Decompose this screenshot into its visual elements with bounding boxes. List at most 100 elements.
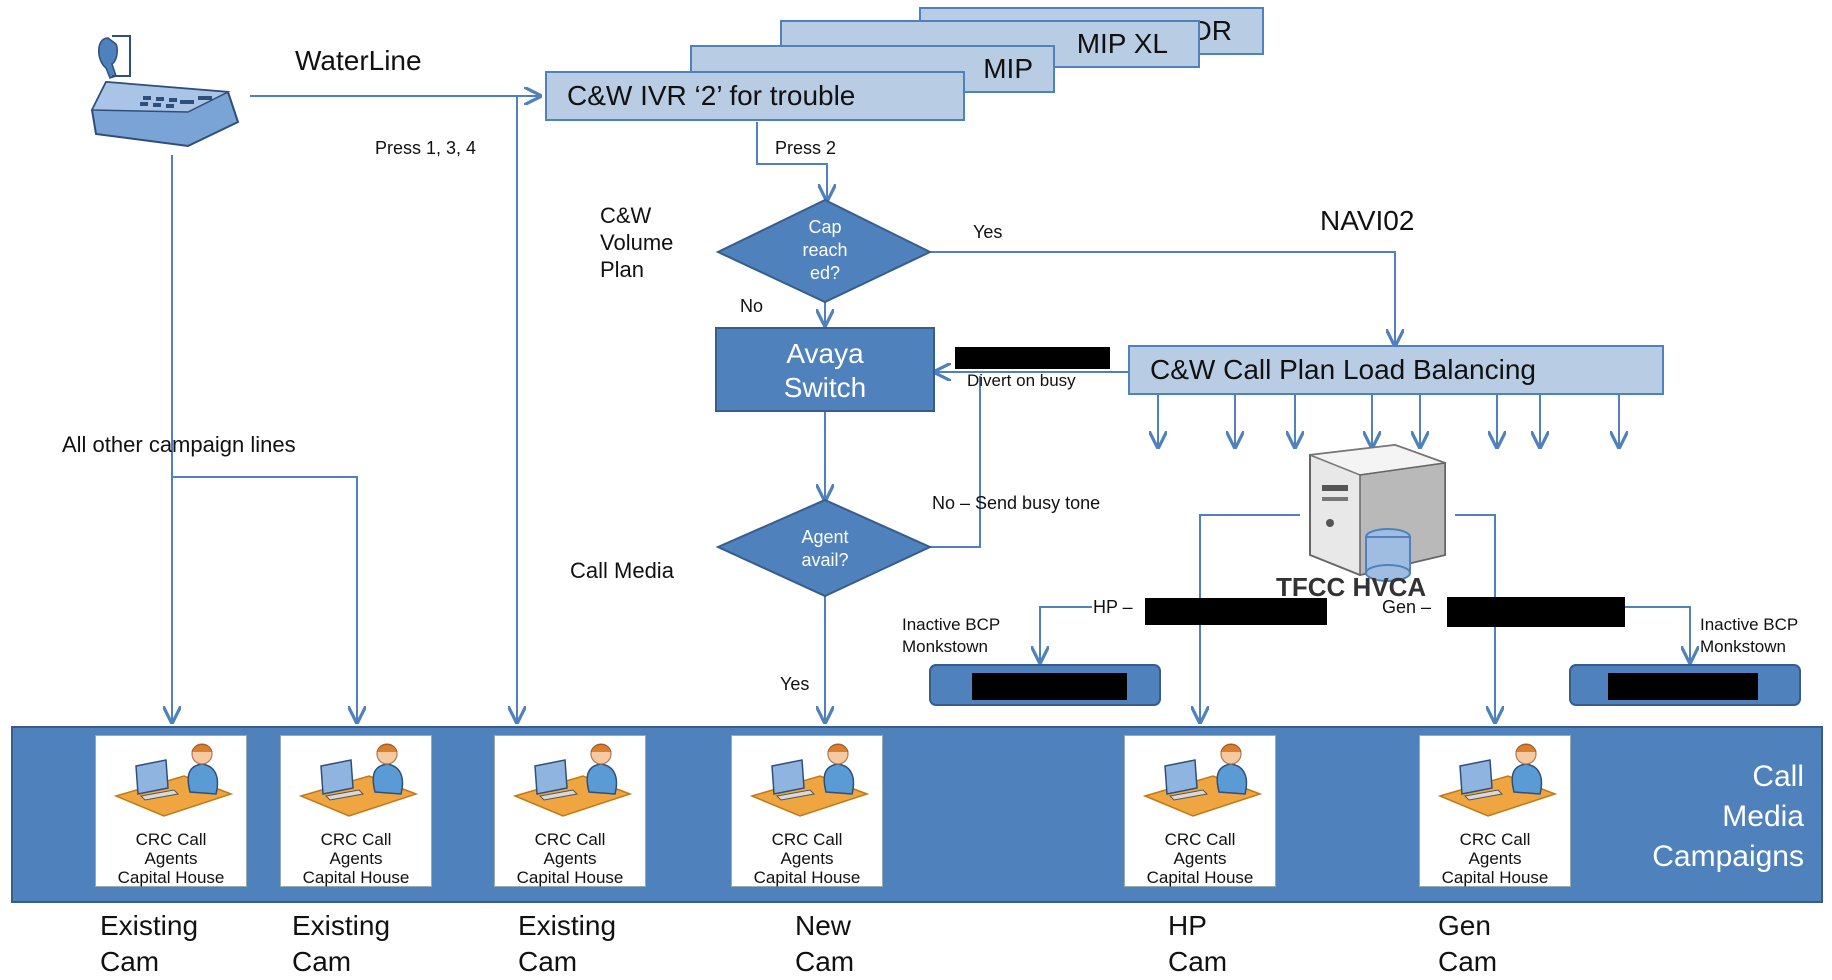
inactive-bcp-right-label: Inactive BCP Monkstown: [1700, 614, 1798, 658]
no-busy-label: No – Send busy tone: [932, 493, 1101, 513]
campaign-caption-line-1: Existing: [518, 910, 617, 941]
campaign-caption-line-2: Cam: [292, 946, 352, 977]
other-lines-arrow: [172, 476, 357, 722]
campaign-caption-line-1: Existing: [292, 910, 391, 941]
ivr-box-mip-label: MIP: [983, 53, 1033, 84]
telephone-icon: [90, 35, 240, 148]
agent-card-line-3: Capital House: [1146, 868, 1254, 887]
agent-card-line-1: CRC Call: [135, 830, 207, 849]
agent-card-line-3: Capital House: [117, 868, 225, 887]
agent-card-line-1: CRC Call: [534, 830, 606, 849]
cap-reached-diamond: [715, 198, 933, 304]
ivr-box-trouble-label: C&W IVR ‘2’ for trouble: [567, 80, 856, 111]
campaign-caption-line-2: Cam: [1168, 946, 1228, 977]
redacted-block-gen: [1447, 597, 1625, 627]
agent-icon: [512, 743, 633, 817]
navi-label: NAVI02: [1320, 205, 1415, 236]
server-icon: [1309, 443, 1446, 582]
volume-plan-line-3: Plan: [600, 257, 645, 282]
inactive-bcp-left-label: Inactive BCP Monkstown: [902, 614, 1000, 658]
inactive-bcp-right-line-1: Inactive BCP: [1700, 615, 1799, 634]
agent-card-line-1: CRC Call: [1164, 830, 1236, 849]
hp-label: HP –: [1093, 597, 1133, 617]
inactive-bcp-left-line-2: Monkstown: [902, 637, 988, 656]
campaign-caption-line-1: Existing: [100, 910, 199, 941]
press134-arrow: [508, 95, 517, 722]
campaign-caption-line-1: New: [795, 910, 852, 941]
press2-label: Press 2: [775, 138, 837, 158]
load-balancing-box: C&W Call Plan Load Balancing: [1128, 345, 1664, 395]
waterline-label: WaterLine: [295, 45, 422, 76]
redacted-block-divert: [955, 347, 1110, 369]
campaign-band-label: Call Media Campaigns: [1608, 757, 1804, 877]
call-media-label: Call Media: [570, 558, 674, 583]
server-to-hp-arrow: [1200, 514, 1300, 722]
yes-arrow: [930, 251, 1395, 345]
agent-card-line-3: Capital House: [302, 868, 410, 887]
campaign-caption-line-2: Cam: [518, 946, 578, 977]
agent-card-line-1: CRC Call: [1459, 830, 1531, 849]
gen-bcp-arrow: [1610, 606, 1690, 662]
gen-label: Gen –: [1382, 597, 1432, 617]
redacted-block-hp: [1145, 598, 1327, 625]
agent-decision-line-1: Agent: [801, 527, 849, 547]
volume-plan-line-2: Volume: [600, 230, 674, 255]
agent-card-line-2: Agents: [780, 849, 834, 868]
press134-label: Press 1, 3, 4: [375, 138, 477, 158]
cap-decision-line-3: ed?: [809, 263, 841, 283]
yes-bottom-label: Yes: [780, 674, 810, 694]
connector-lines: [172, 96, 1690, 722]
agent-avail-diamond: [715, 498, 933, 598]
yes-top-label: Yes: [973, 222, 1003, 242]
inactive-bcp-right-line-2: Monkstown: [1700, 637, 1786, 656]
campaign-band-line-2: Media: [1722, 800, 1804, 833]
redacted-block-bcp-right: [1608, 673, 1758, 700]
agent-decision-text: Agent avail?: [775, 526, 875, 572]
other-lines-label: All other campaign lines: [62, 432, 296, 457]
server-to-gen-arrow: [1455, 514, 1495, 722]
ivr-box-mip-xl-label: MIP XL: [1076, 28, 1168, 59]
agent-card-line-1: CRC Call: [771, 830, 843, 849]
campaign-caption-line-1: HP: [1168, 910, 1207, 941]
agent-icon: [749, 743, 870, 817]
avaya-switch-line-2: Switch: [783, 372, 867, 403]
campaign-caption-line-2: Cam: [795, 946, 855, 977]
volume-plan-line-1: C&W: [600, 203, 652, 228]
busy-line: [930, 376, 981, 548]
campaign-caption-line-2: Cam: [1438, 946, 1498, 977]
cap-decision-text: Cap reach ed?: [775, 216, 875, 285]
agent-card-line-2: Agents: [1468, 849, 1522, 868]
agent-card-line-3: Capital House: [753, 868, 861, 887]
cap-decision-line-2: reach: [802, 240, 848, 260]
agent-card-line-2: Agents: [1173, 849, 1227, 868]
inactive-bcp-left-line-1: Inactive BCP: [902, 615, 1001, 634]
agent-icon: [1437, 743, 1558, 817]
agent-icon: [113, 743, 234, 817]
campaign-band-line-3: Campaigns: [1652, 840, 1804, 873]
press2-arrow: [756, 122, 827, 200]
agent-decision-line-2: avail?: [801, 550, 849, 570]
divert-label: Divert on busy: [967, 371, 1076, 390]
avaya-switch-box: Avaya Switch: [715, 327, 935, 412]
agent-card-line-3: Capital House: [516, 868, 624, 887]
campaign-caption-line-2: Cam: [100, 946, 160, 977]
campaign-band-line-1: Call: [1752, 760, 1804, 793]
ivr-box-trouble: C&W IVR ‘2’ for trouble: [545, 71, 965, 121]
no-top-label: No: [740, 296, 764, 316]
cap-decision-line-1: Cap: [808, 217, 842, 237]
agent-icon: [298, 743, 419, 817]
agent-card-line-2: Agents: [144, 849, 198, 868]
agent-card-line-1: CRC Call: [320, 830, 392, 849]
agent-card-line-2: Agents: [543, 849, 597, 868]
server-label: TFCC HVCA: [1276, 572, 1427, 602]
agent-icon: [1142, 743, 1263, 817]
